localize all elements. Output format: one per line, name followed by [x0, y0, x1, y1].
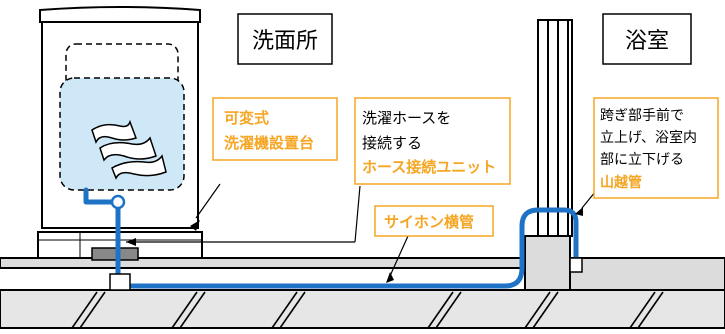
callout-stand-line1: 可変式	[224, 109, 269, 127]
bathroom-floor	[569, 257, 725, 291]
callout-mountain-line2: 立上げ、浴室内	[600, 129, 697, 146]
callout-hose-unit: 洗濯ホースを 接続する ホース接続ユニット	[354, 97, 511, 185]
room-label-right: 浴室	[602, 13, 692, 65]
floor-structure	[0, 235, 725, 329]
clothes-icon	[91, 119, 167, 180]
callout-stand-line2: 洗濯機設置台	[224, 134, 314, 152]
hose-unit-box	[91, 247, 139, 261]
lower-floor-slab	[0, 289, 725, 329]
room-label-washroom: 洗面所	[252, 29, 318, 54]
leader-lines	[126, 183, 601, 277]
slab-hatching	[71, 291, 664, 329]
room-label-left: 洗面所	[237, 13, 333, 65]
callout-mountain-line3: 部に立下げる	[600, 152, 684, 168]
callout-hose-highlight: ホース接続ユニット	[362, 158, 496, 176]
callout-hose-line2: 接続する	[362, 134, 422, 152]
arrow-heads	[126, 207, 583, 283]
threshold-step	[524, 235, 571, 291]
upper-floor-slab	[0, 257, 725, 269]
bathroom-wall	[537, 19, 573, 237]
callout-mountain-pipe: 跨ぎ部手前で 立上げ、浴室内 部に立下げる 山越管	[593, 97, 719, 199]
elbow-fitting	[109, 273, 131, 291]
callout-hose-line1: 洗濯ホースを	[362, 109, 451, 127]
callout-mountain-highlight: 山越管	[600, 174, 642, 191]
bathroom-drain-fitting	[569, 257, 583, 273]
callout-siphon-label: サイホン横管	[384, 213, 474, 231]
room-label-bathroom: 浴室	[625, 29, 669, 54]
drain-pipe	[83, 187, 579, 289]
callout-siphon: サイホン横管	[374, 205, 494, 237]
callout-stand: 可変式 洗濯機設置台	[212, 97, 338, 161]
valve-icon	[110, 194, 126, 210]
callout-mountain-line1: 跨ぎ部手前で	[600, 107, 684, 124]
washing-machine	[39, 6, 201, 229]
